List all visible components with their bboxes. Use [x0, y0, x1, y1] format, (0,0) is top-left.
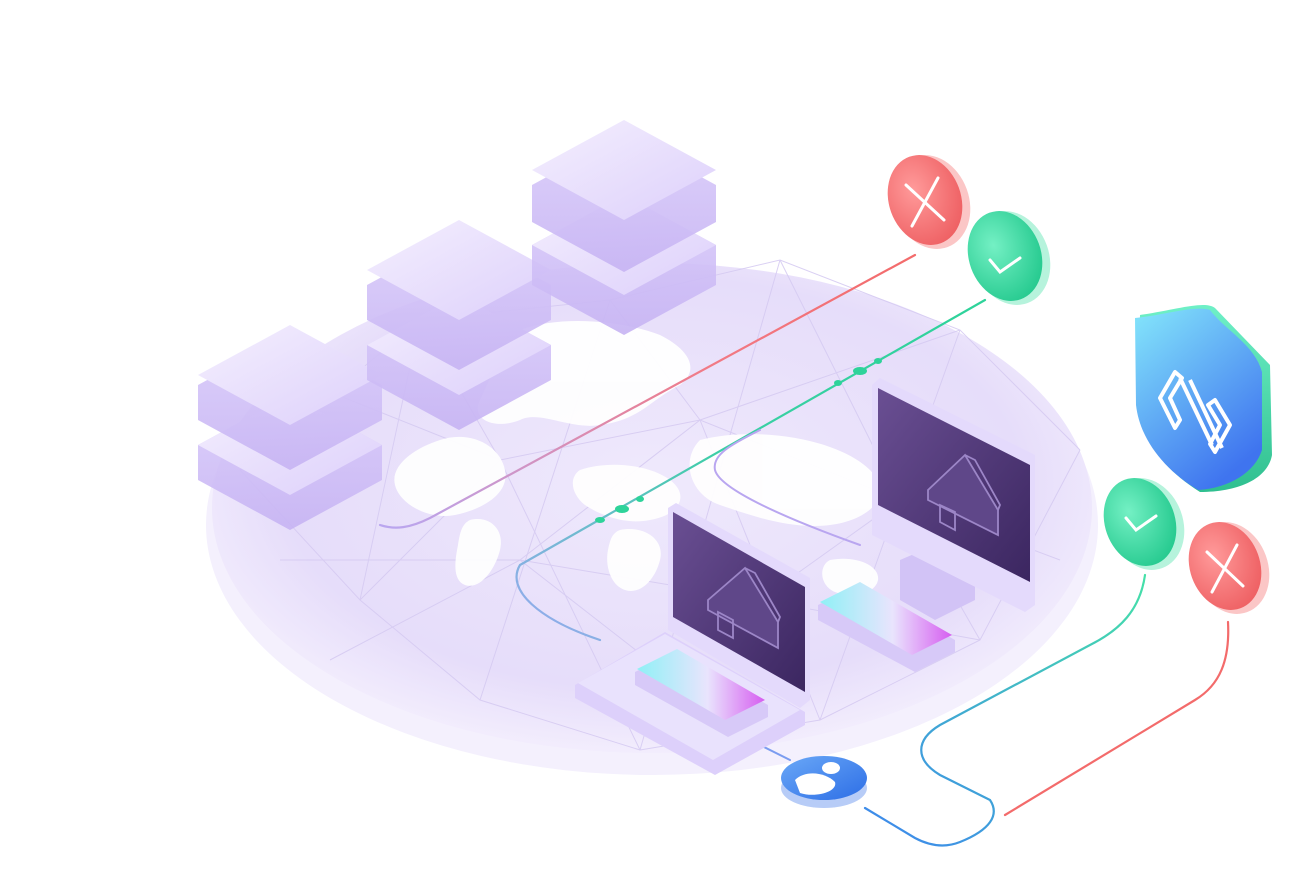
allow-check-icon [1124, 514, 1158, 533]
user-badge [781, 756, 867, 808]
allow-badge-bottom [1103, 478, 1185, 570]
world-map [394, 320, 881, 595]
connection-lines [378, 253, 1230, 847]
deny-badge-bottom [1188, 522, 1270, 614]
monitor-link [713, 429, 861, 546]
allow-link-bottom [863, 573, 1147, 847]
keyboard-left [635, 649, 768, 737]
allow-link-top [515, 298, 987, 642]
laptop-monitor [575, 503, 810, 775]
security-shield [1135, 305, 1272, 492]
deny-badge-top [887, 155, 971, 249]
server-stack-left [198, 325, 382, 530]
user-link [759, 744, 791, 761]
allow-check-icon [988, 256, 1022, 275]
deny-link-bottom [1003, 620, 1230, 817]
server-stack-right [532, 120, 716, 335]
server-stack-middle [367, 220, 551, 430]
home-icon [927, 453, 1001, 537]
deny-x-icon [904, 176, 946, 228]
allow-badge-top [967, 211, 1051, 305]
desktop-monitor [818, 378, 1035, 672]
deny-x-icon [1205, 543, 1245, 594]
shield-icon [1158, 370, 1232, 454]
deny-link-top [378, 253, 917, 529]
user-icon [795, 762, 840, 795]
data-packets [595, 358, 882, 523]
keyboard-right [818, 582, 955, 672]
home-icon [707, 566, 781, 650]
